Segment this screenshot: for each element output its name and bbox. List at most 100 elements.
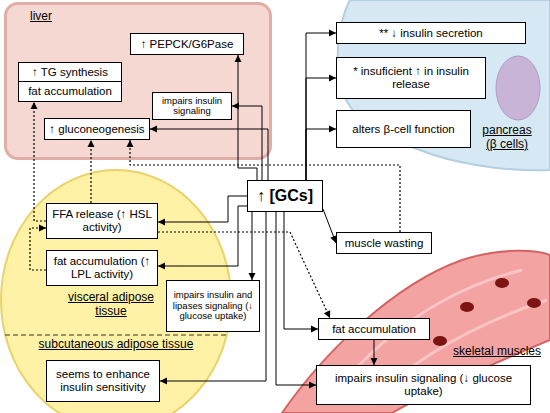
box-text: fat accumulation bbox=[332, 323, 416, 336]
connector-line bbox=[306, 129, 336, 180]
effect-box: seems to enhance insulin sensitivity bbox=[46, 360, 160, 402]
organ-label: skeletal muscles bbox=[447, 345, 547, 359]
box-text: impairs insulin signaling (↓ glucose upt… bbox=[320, 372, 527, 397]
arrow-head bbox=[150, 126, 157, 133]
effect-box: ↑ PEPCK/G6Pase bbox=[130, 33, 244, 55]
effect-box: impairs insulin signaling (↓ glucose upt… bbox=[316, 365, 531, 405]
effect-arrow bbox=[232, 103, 262, 181]
box-text: impairs insulin signaling bbox=[156, 96, 228, 117]
box-text: alters β-cell function bbox=[352, 123, 455, 136]
arrow-head bbox=[158, 219, 165, 226]
effect-box: alters β-cell function bbox=[336, 110, 471, 148]
organ-region: pancreas (β cells) ** ↓ insulin secretion… bbox=[330, 0, 550, 170]
arrow-head bbox=[324, 310, 330, 318]
organ-region: skeletal muscles fat accumulation impairs … bbox=[262, 245, 550, 413]
arrow-head bbox=[235, 55, 242, 62]
box-text: FFA release (↑ HSL activity) bbox=[50, 208, 154, 233]
effect-arrow bbox=[306, 126, 336, 181]
effect-box: ↑ TG synthesis bbox=[18, 62, 122, 82]
box-text: * insuficient ↑ in insulin release bbox=[340, 65, 482, 90]
effect-arrow bbox=[235, 55, 258, 180]
box-text: ↑ PEPCK/G6Pase bbox=[141, 38, 234, 51]
box-text: fat accumulation (↑ LPL activity) bbox=[50, 255, 154, 280]
connector-line bbox=[306, 78, 336, 180]
muscle-nucleus bbox=[460, 302, 474, 312]
connector-line bbox=[306, 33, 336, 180]
arrow-head bbox=[371, 358, 378, 365]
effect-arrow bbox=[276, 212, 316, 389]
dotted-arrow bbox=[158, 232, 330, 318]
effect-box: ** ↓ insulin secretion bbox=[336, 22, 526, 44]
effect-box: impairs insulin and lipases signaling (↓… bbox=[166, 280, 260, 332]
arrow-head bbox=[330, 235, 337, 243]
connector-line bbox=[130, 140, 400, 232]
connector-line bbox=[238, 55, 257, 180]
organ-label: visceral adipose tissue bbox=[55, 291, 167, 319]
effect-arrow bbox=[371, 340, 378, 365]
connector-line bbox=[30, 228, 46, 270]
muscle-outline bbox=[282, 251, 550, 413]
organ-label: pancreas (β cells) bbox=[476, 124, 538, 152]
connector-line bbox=[158, 232, 330, 318]
tissue-divider bbox=[5, 335, 227, 336]
box-text: muscle wasting bbox=[345, 237, 424, 250]
arrow-head bbox=[311, 326, 318, 333]
connector-line bbox=[323, 209, 336, 243]
effect-box: * insuficient ↑ in insulin release bbox=[336, 57, 486, 99]
effect-arrow bbox=[158, 206, 247, 270]
muscle-nucleus bbox=[433, 336, 447, 346]
arrow-head bbox=[88, 140, 95, 147]
effect-arrow bbox=[160, 212, 266, 385]
arrow-head bbox=[329, 30, 336, 37]
effect-arrow bbox=[158, 196, 247, 226]
organ-region: liver ↑ TG synthesis fat accumulation ↑ glu… bbox=[4, 2, 272, 160]
connector-line bbox=[90, 140, 91, 203]
cell-nucleus bbox=[496, 56, 540, 120]
connector-line bbox=[34, 102, 46, 221]
connector-line bbox=[276, 212, 316, 385]
connector-line bbox=[284, 212, 318, 329]
muscle-nucleus bbox=[527, 298, 541, 308]
box-text: ↑ gluconeogenesis bbox=[49, 123, 144, 136]
effect-box: muscle wasting bbox=[336, 232, 432, 254]
effect-arrow bbox=[323, 209, 337, 243]
hormone-box: ↑ [GCs] bbox=[247, 180, 323, 212]
arrow-head bbox=[31, 102, 38, 109]
arrow-head bbox=[160, 378, 167, 385]
arrow-head bbox=[329, 75, 336, 82]
arrow-head bbox=[232, 103, 239, 110]
muscle-nucleus bbox=[495, 278, 509, 288]
dotted-arrow bbox=[31, 102, 47, 221]
box-text: ** ↓ insulin secretion bbox=[379, 27, 483, 40]
arrow-head bbox=[39, 225, 46, 232]
connector-line bbox=[160, 212, 266, 381]
box-text: fat accumulation bbox=[28, 85, 112, 98]
connector-line bbox=[158, 206, 247, 266]
effect-box: impairs insulin signaling bbox=[152, 92, 232, 120]
box-text: seems to enhance insulin sensitivity bbox=[50, 368, 156, 393]
effect-arrow bbox=[284, 212, 318, 333]
organ-label: liver bbox=[21, 10, 61, 24]
box-text: impairs insulin and lipases signaling (↓… bbox=[170, 290, 256, 321]
connector-line bbox=[150, 129, 268, 180]
arrow-head bbox=[127, 140, 134, 147]
connector-line bbox=[158, 196, 247, 222]
effect-box: fat accumulation bbox=[318, 318, 430, 340]
dotted-arrow bbox=[30, 225, 46, 271]
connector-line bbox=[232, 106, 262, 180]
box-text: ↑ TG synthesis bbox=[32, 66, 108, 79]
effect-box: ↑ gluconeogenesis bbox=[44, 118, 150, 140]
dotted-arrow bbox=[88, 140, 95, 203]
arrow-head bbox=[329, 126, 336, 133]
arrow-head bbox=[158, 263, 165, 270]
effect-box: fat accumulation (↑ LPL activity) bbox=[46, 250, 158, 286]
effect-arrow bbox=[306, 30, 336, 181]
connector-line bbox=[374, 340, 375, 365]
effect-box: FFA release (↑ HSL activity) bbox=[46, 203, 158, 239]
arrow-head bbox=[309, 382, 316, 389]
effect-arrow bbox=[306, 75, 336, 181]
effect-arrow bbox=[249, 212, 256, 280]
effect-box: fat accumulation bbox=[18, 81, 122, 102]
